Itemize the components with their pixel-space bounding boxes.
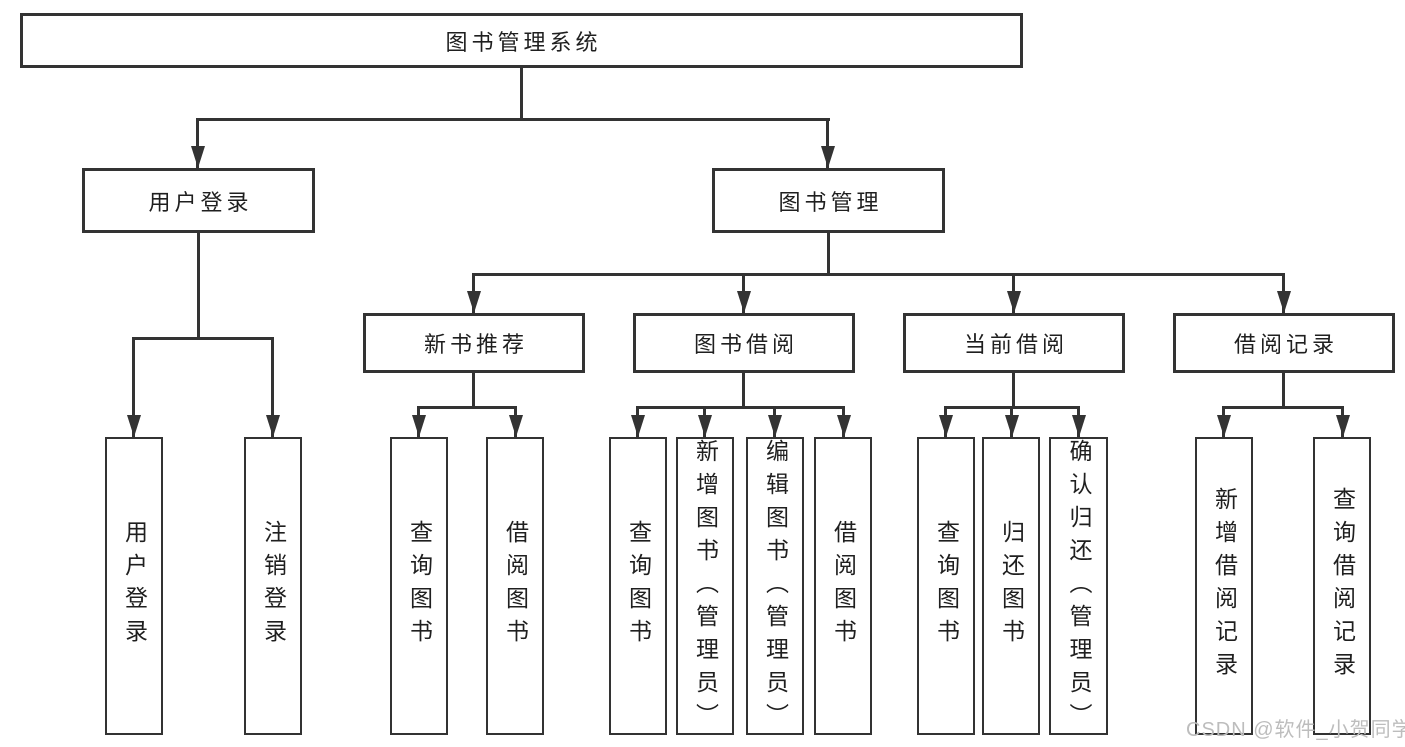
arrowhead-down-icon	[837, 415, 851, 437]
connector-v	[472, 373, 475, 406]
leaf-add-book-admin: 新增图书（管理员）	[676, 437, 734, 736]
node-user-login: 用户登录	[82, 168, 315, 233]
node-label: 新书推荐	[423, 332, 528, 357]
connector-v	[520, 68, 523, 118]
leaf-borrow-book: 借阅图书	[486, 437, 544, 735]
node-label: 借阅图书	[502, 520, 529, 652]
node-label: 确认归还（管理员）	[1066, 439, 1092, 736]
arrowhead-down-icon	[1005, 415, 1019, 437]
node-label: 编辑图书（管理员）	[762, 439, 789, 736]
connector-h	[636, 406, 845, 409]
node-label: 查询图书	[933, 520, 960, 652]
node-label: 查询图书	[406, 520, 433, 652]
connector-v	[1012, 373, 1015, 406]
leaf-edit-book-admin: 编辑图书（管理员）	[746, 437, 804, 736]
connector-h	[132, 337, 274, 340]
node-label: 查询图书	[625, 520, 652, 652]
arrowhead-down-icon	[191, 146, 205, 168]
arrowhead-down-icon	[467, 291, 481, 313]
leaf-confirm-return-admin: 确认归还（管理员）	[1049, 437, 1108, 736]
arrowhead-down-icon	[412, 415, 426, 437]
leaf-return-book: 归还图书	[982, 437, 1040, 735]
leaf-query-book: 查询图书	[917, 437, 975, 735]
arrowhead-down-icon	[631, 415, 645, 437]
connector-h	[417, 406, 517, 409]
node-book-management: 图书管理	[712, 168, 945, 233]
leaf-query-book: 查询图书	[390, 437, 448, 735]
arrowhead-down-icon	[737, 291, 751, 313]
arrowhead-down-icon	[939, 415, 953, 437]
node-new-book-recommend: 新书推荐	[363, 313, 585, 373]
node-current-borrowing: 当前借阅	[903, 313, 1125, 373]
leaf-add-borrow-record: 新增借阅记录	[1195, 437, 1253, 735]
node-label: 当前借阅	[963, 332, 1068, 357]
arrowhead-down-icon	[127, 415, 141, 437]
node-label: 用户登录	[148, 189, 253, 215]
node-label: 新增图书（管理员）	[692, 439, 719, 736]
node-label: 新增借阅记录	[1211, 487, 1238, 685]
arrowhead-down-icon	[509, 415, 523, 437]
leaf-query-book: 查询图书	[609, 437, 667, 735]
connector-v	[1282, 373, 1285, 406]
arrowhead-down-icon	[1277, 291, 1291, 313]
arrowhead-down-icon	[266, 415, 280, 437]
connector-v	[826, 118, 829, 168]
connector-h	[196, 118, 830, 121]
leaf-user-login: 用户登录	[105, 437, 163, 735]
arrowhead-down-icon	[1007, 291, 1021, 313]
node-label: 注销登录	[260, 520, 287, 652]
node-book-borrowing: 图书借阅	[633, 313, 855, 373]
node-borrowing-records: 借阅记录	[1173, 313, 1395, 373]
connector-v	[827, 233, 830, 273]
node-label: 用户登录	[121, 520, 148, 652]
leaf-borrow-book: 借阅图书	[814, 437, 872, 735]
connector-h	[472, 273, 1285, 276]
csdn-watermark: CSDN @软件_小贺同学	[1186, 719, 1405, 741]
connector-h	[1222, 406, 1344, 409]
arrowhead-down-icon	[698, 415, 712, 437]
arrowhead-down-icon	[1336, 415, 1350, 437]
leaf-query-borrow-record: 查询借阅记录	[1313, 437, 1371, 735]
node-root: 图书管理系统	[20, 13, 1023, 68]
connector-v	[197, 233, 200, 337]
connector-v	[271, 337, 274, 437]
connector-v	[132, 337, 135, 437]
arrowhead-down-icon	[768, 415, 782, 437]
node-label: 图书借阅	[693, 332, 798, 357]
leaf-logout: 注销登录	[244, 437, 302, 735]
node-label: 借阅记录	[1233, 332, 1338, 357]
arrowhead-down-icon	[1217, 415, 1231, 437]
node-label: 归还图书	[998, 520, 1025, 652]
node-label: 借阅图书	[830, 520, 857, 652]
arrowhead-down-icon	[821, 146, 835, 168]
node-label: 图书管理系统	[445, 29, 602, 55]
node-label: 图书管理	[778, 189, 883, 215]
connector-v	[742, 373, 745, 406]
arrowhead-down-icon	[1072, 415, 1086, 437]
connector-v	[196, 118, 199, 168]
node-label: 查询借阅记录	[1329, 487, 1356, 685]
